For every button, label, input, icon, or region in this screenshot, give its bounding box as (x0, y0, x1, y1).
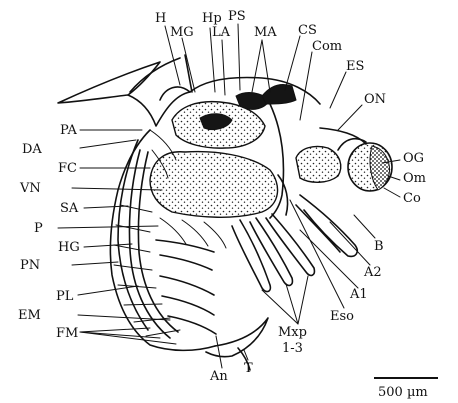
label-HG: HG (58, 240, 80, 255)
label-Om: Om (403, 171, 426, 186)
label-MG: MG (170, 25, 194, 40)
label-Co: Co (403, 191, 421, 206)
label-DA: DA (22, 142, 42, 157)
label-MA: MA (254, 25, 277, 40)
label-OG: OG (403, 151, 424, 166)
label-VN: VN (19, 181, 41, 196)
label-ON: ON (364, 92, 386, 107)
label-A1: A1 (349, 287, 368, 302)
label-Com: Com (312, 39, 342, 54)
label-PL: PL (56, 289, 74, 304)
label-SA: SA (60, 201, 79, 216)
label-A2: A2 (363, 265, 382, 280)
label-Mxp-range: 1-3 (282, 341, 303, 356)
label-PA: PA (60, 123, 78, 138)
label-PN: PN (20, 258, 40, 273)
label-Hp: Hp (202, 11, 222, 26)
label-FM: FM (56, 326, 78, 341)
label-LA: LA (212, 25, 231, 40)
label-CS: CS (298, 23, 317, 38)
label-ES: ES (346, 59, 364, 74)
scale-bar: 500 µm (374, 378, 438, 400)
label-FC: FC (58, 161, 77, 176)
label-H: H (155, 11, 166, 26)
label-An: An (209, 369, 228, 384)
scale-bar-label: 500 µm (378, 385, 428, 400)
label-EM: EM (18, 308, 41, 323)
label-Eso: Eso (330, 309, 354, 324)
label-PS: PS (228, 9, 246, 24)
label-Mxp: Mxp (278, 325, 307, 340)
label-B: B (374, 239, 384, 254)
label-T: T (244, 361, 253, 376)
label-P: P (34, 221, 43, 236)
